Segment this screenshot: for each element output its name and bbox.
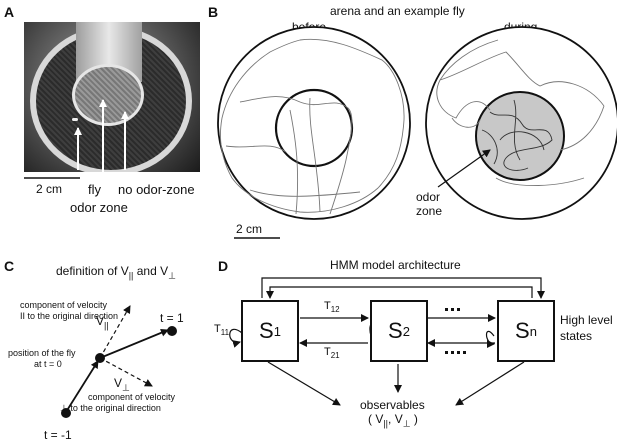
ellipsis-dots <box>445 308 466 354</box>
v-parallel-label: V|| <box>96 314 109 331</box>
panel-a-letter: A <box>4 4 15 20</box>
loop-s1-to-sn <box>261 277 545 299</box>
v-perp-label: V⊥ <box>114 376 130 393</box>
odor-zone-pointer <box>437 149 491 188</box>
t12-label: T12 <box>324 300 340 315</box>
panel-a-scale-label: 2 cm <box>36 182 63 196</box>
odor-zone-circle <box>72 64 144 126</box>
fly-marker <box>72 118 78 121</box>
arrow-sn-obs <box>455 361 525 406</box>
observables-label: observables <box>360 398 425 412</box>
loop-sn-to-s1 <box>266 286 533 299</box>
panel-b-letter: B <box>208 4 219 20</box>
vector-tm1-to-t0 <box>65 360 99 413</box>
vector-t0-to-t1 <box>99 328 169 359</box>
panel-b-scale-label: 2 cm <box>236 222 263 236</box>
panel-a-arrows <box>24 99 129 196</box>
t11-label: T11 <box>214 323 230 338</box>
before-arena <box>217 26 411 239</box>
self-loop-s1 <box>229 328 243 348</box>
during-odor-zone <box>475 91 565 181</box>
during-arena <box>425 26 617 220</box>
point-tm1 <box>61 408 71 418</box>
odor-zone-label: odor zone <box>70 200 128 215</box>
velocity-diagram <box>61 305 177 418</box>
panel-d-title: HMM model architecture <box>330 258 461 272</box>
t21-label: T21 <box>324 346 340 361</box>
fly-label: fly <box>88 182 101 197</box>
panel-d-letter: D <box>218 258 229 274</box>
observables-vars: ( V||, V⊥ ) <box>368 412 418 429</box>
self-loop-sn <box>485 330 495 348</box>
during-odor-label-2: zone <box>416 204 443 218</box>
v-perp-vector <box>99 357 153 387</box>
panel-c-title: definition of V|| and V⊥ <box>56 264 176 281</box>
panel-c-letter: C <box>4 258 15 274</box>
comp-perp-label: component of velocity⊥ to the original d… <box>60 392 176 413</box>
t1-label: t = 1 <box>160 311 184 325</box>
v-parallel-vector <box>99 305 131 359</box>
arrow-s1-obs <box>267 361 341 406</box>
panel-b-title: arena and an example fly <box>330 4 465 18</box>
during-odor-label-1: odor <box>416 190 441 204</box>
point-t1 <box>167 326 177 336</box>
point-t0 <box>95 353 105 363</box>
arena-photo <box>24 22 200 172</box>
no-odor-label: no odor-zone <box>118 182 195 197</box>
tm1-label: t = -1 <box>44 428 72 442</box>
